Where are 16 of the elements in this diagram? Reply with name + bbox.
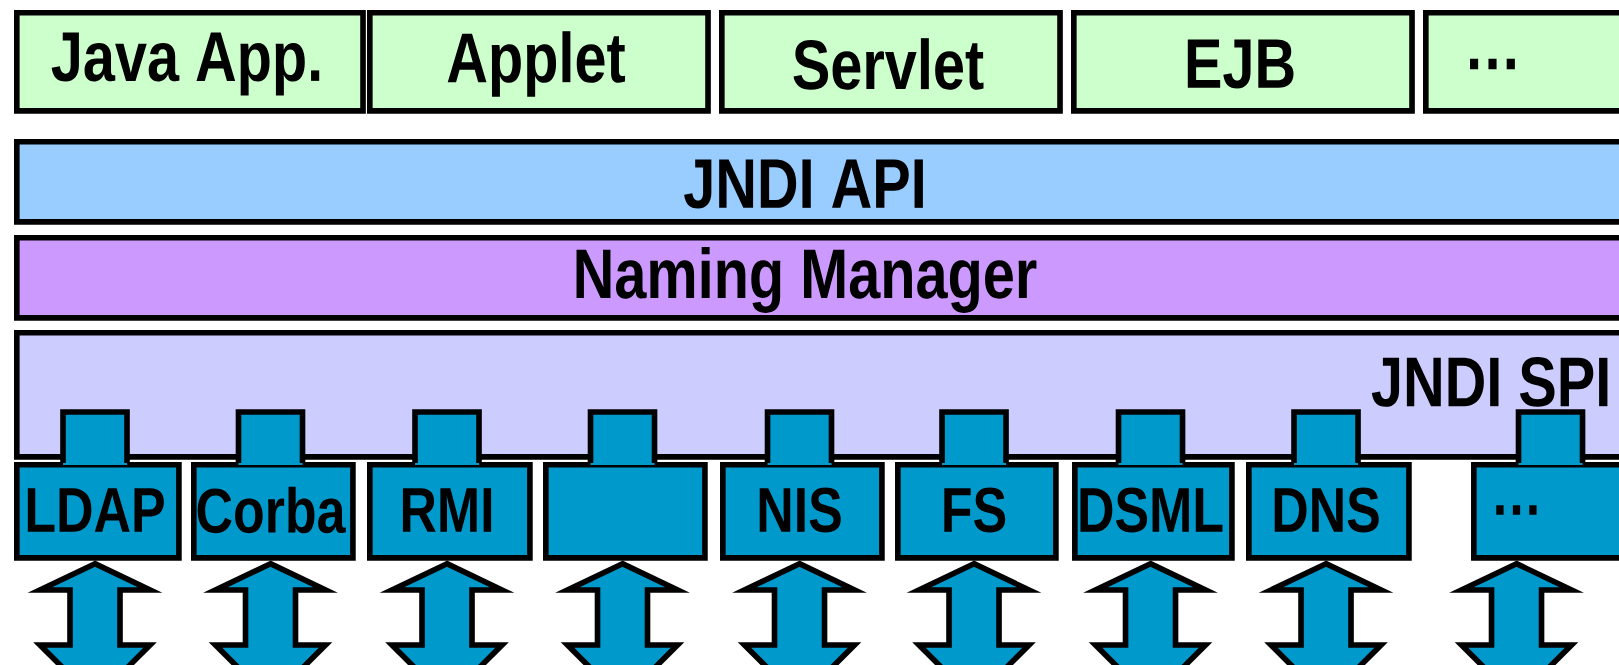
- provider-box: DNS: [1246, 409, 1412, 561]
- provider-box: …: [1471, 409, 1619, 561]
- provider-box: FS: [895, 409, 1059, 561]
- application-box: Applet: [367, 10, 711, 114]
- application-box: Servlet: [719, 10, 1063, 114]
- provider-box: NIS: [720, 409, 885, 561]
- provider-box: Corba: [191, 409, 356, 561]
- application-box: Java App.: [14, 10, 366, 114]
- application-box: EJB: [1071, 10, 1415, 114]
- provider-box: DSML: [1072, 409, 1235, 561]
- provider-box: RMI: [367, 409, 533, 561]
- manager-band: Naming Manager: [14, 234, 1619, 321]
- application-box: …: [1423, 10, 1619, 114]
- provider-box: [543, 409, 708, 561]
- api-band: JNDI API: [14, 139, 1619, 225]
- provider-box: LDAP: [14, 409, 182, 561]
